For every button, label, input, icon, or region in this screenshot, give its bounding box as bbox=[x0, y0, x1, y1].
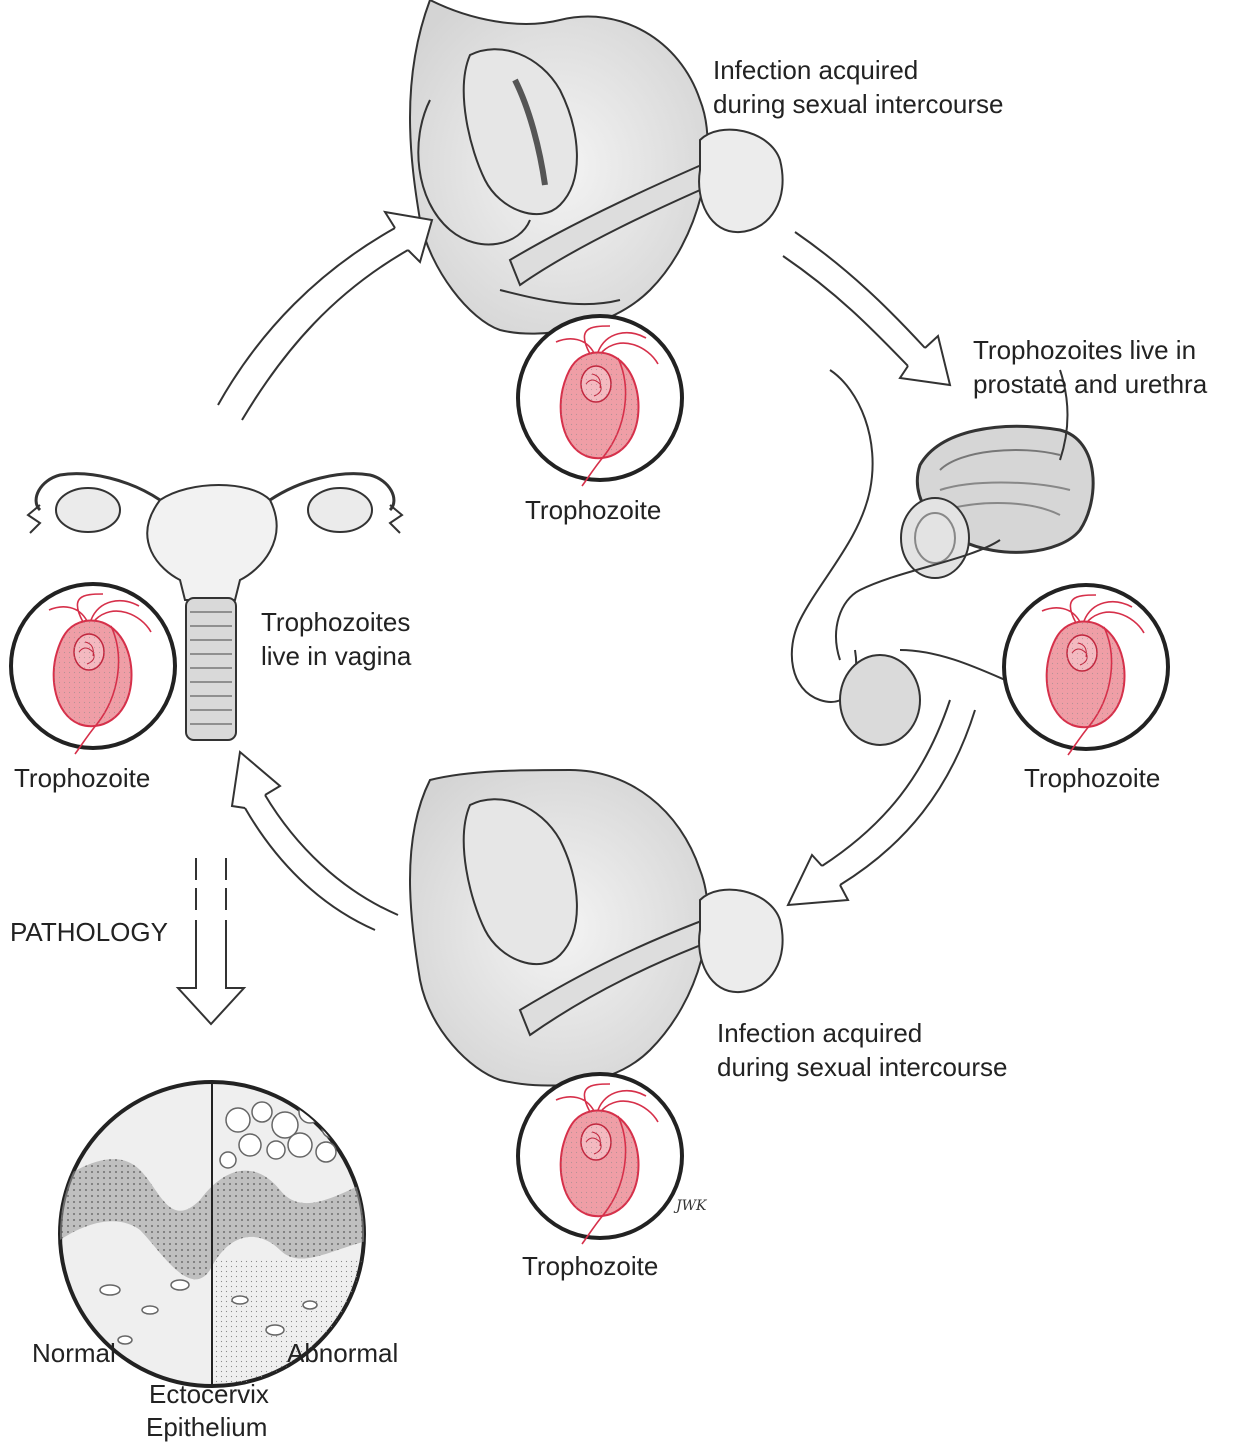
pathology-label: PATHOLOGY bbox=[10, 917, 168, 947]
trophozoite-left bbox=[11, 584, 175, 754]
infection-label-bottom-line1: Infection acquired bbox=[717, 1018, 922, 1048]
vagina-site-label-line2: live in vagina bbox=[261, 641, 412, 671]
trophozoite-bottom bbox=[518, 1074, 682, 1244]
cycle-arrow-bottom-to-female bbox=[232, 752, 398, 930]
normal-label: Normal bbox=[32, 1338, 116, 1368]
vagina-site-label-line1: Trophozoites bbox=[261, 607, 410, 637]
male-site-label-line1: Trophozoites live in bbox=[973, 335, 1196, 365]
infection-label-top-line1: Infection acquired bbox=[713, 55, 918, 85]
ectocervix-label-line2: Epithelium bbox=[146, 1412, 267, 1442]
cycle-arrow-top-to-male bbox=[783, 232, 950, 385]
trophozoite-top bbox=[518, 316, 682, 486]
male-site-label-line2: prostate and urethra bbox=[973, 369, 1208, 399]
abnormal-label: Abnormal bbox=[287, 1338, 398, 1368]
cycle-arrow-female-to-top bbox=[218, 212, 432, 420]
trophozoite-right bbox=[1004, 585, 1168, 755]
trophozoite-caption: Trophozoite bbox=[14, 763, 150, 793]
trophozoite-caption: Trophozoite bbox=[1024, 763, 1160, 793]
trophozoite-caption: Trophozoite bbox=[522, 1251, 658, 1281]
ectocervix-label-line1: Ectocervix bbox=[149, 1379, 269, 1409]
intercourse-illustration-top bbox=[410, 0, 783, 334]
artist-initials: JWK bbox=[673, 1198, 708, 1214]
pathology-arrow bbox=[178, 858, 244, 1024]
infection-label-bottom-line2: during sexual intercourse bbox=[717, 1052, 1008, 1082]
infection-label-top-line2: during sexual intercourse bbox=[713, 89, 1004, 119]
trophozoite-caption: Trophozoite bbox=[525, 495, 661, 525]
